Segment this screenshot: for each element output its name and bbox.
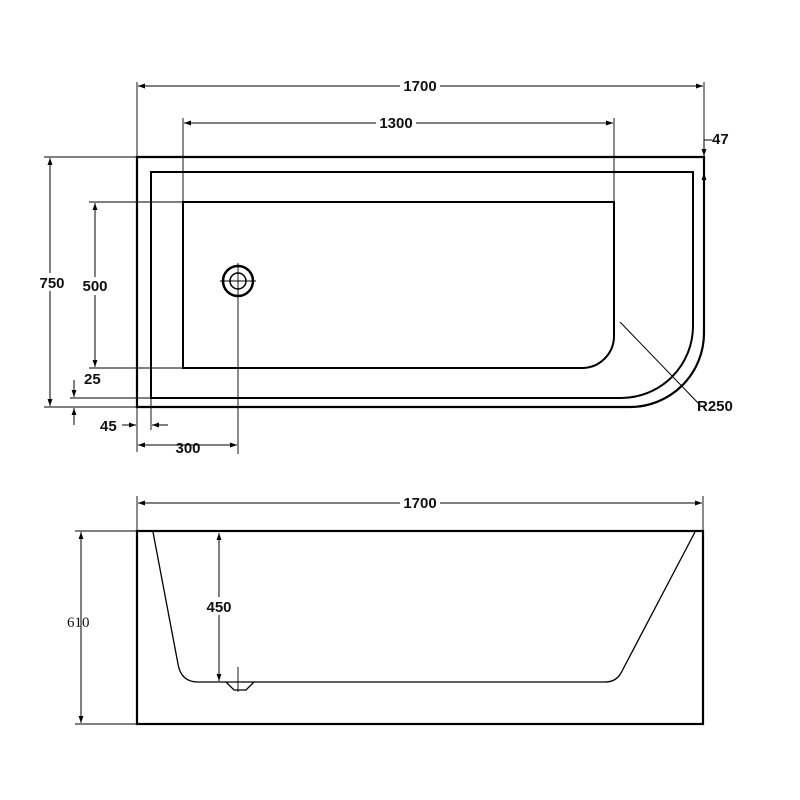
label-inner-depth: 450 [206, 599, 231, 616]
side-view [75, 496, 705, 726]
top-view-labels: 1700 1300 47 750 500 25 45 300 R250 [36, 77, 733, 457]
label-rim-offset: 47 [712, 131, 729, 148]
dim-line-rim-offset [701, 139, 712, 190]
label-drain-offset: 300 [175, 440, 200, 457]
drain-outlet-icon [225, 681, 255, 691]
radius-leader-line [619, 321, 701, 406]
top-view [44, 82, 712, 454]
tub-basin-outline [182, 201, 615, 369]
label-overall-width: 750 [39, 275, 64, 292]
tub-rim-outline [150, 171, 694, 399]
label-side-overall-length: 1700 [403, 495, 436, 512]
tub-side-outline [135, 529, 705, 726]
label-side-rim: 45 [100, 418, 117, 435]
label-corner-radius: R250 [697, 398, 733, 415]
tub-side-basin-profile [152, 531, 696, 683]
extension-lines [44, 82, 705, 452]
tub-outer-outline [135, 155, 706, 409]
label-inner-length: 1300 [379, 115, 412, 132]
label-overall-height: 610 [67, 615, 90, 631]
drain-icon [220, 263, 256, 454]
label-overall-length: 1700 [403, 78, 436, 95]
label-bottom-rim: 25 [84, 371, 101, 388]
label-inner-width: 500 [82, 278, 107, 295]
side-view-labels: 1700 610 450 [67, 494, 440, 631]
